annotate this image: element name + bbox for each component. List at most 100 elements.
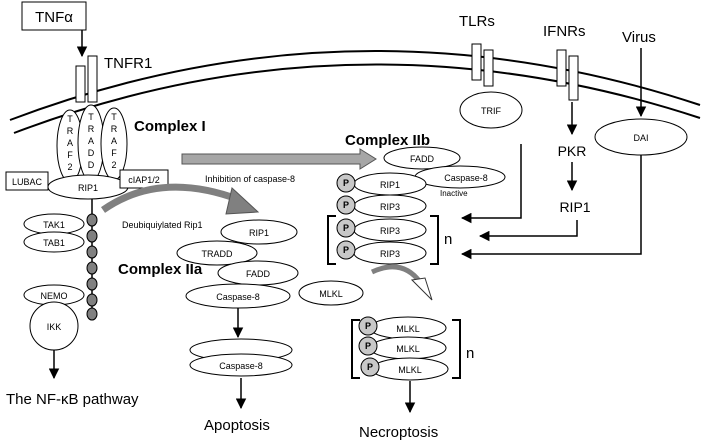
svg-text:2: 2 xyxy=(67,162,72,172)
complex2b-caspase8-label: Caspase-8 xyxy=(444,173,488,183)
complex2b-rip3-top-label: RIP3 xyxy=(380,202,400,212)
phospho-mlkl-bottom-badge xyxy=(360,357,380,377)
tradd-letters: T R A D D xyxy=(88,112,95,170)
svg-text:R: R xyxy=(67,126,74,136)
rip3-to-mlkl-arrowhead xyxy=(410,277,433,301)
complex1-title: Complex I xyxy=(134,118,206,135)
svg-text:D: D xyxy=(88,160,95,170)
deubiq-curve-arrow xyxy=(100,183,242,213)
complex2a-rip1-node xyxy=(220,219,298,245)
phospho-rip3-mid-label: P xyxy=(343,223,349,233)
mlkl-polymer-n: n xyxy=(466,345,474,362)
svg-text:A: A xyxy=(67,138,73,148)
deubiq-label: Deubiquiylated Rip1 xyxy=(122,220,203,230)
svg-text:2: 2 xyxy=(111,160,116,170)
svg-text:T: T xyxy=(67,114,73,124)
complex2a-title: Complex IIa xyxy=(118,261,203,278)
tnfa-box xyxy=(21,1,87,31)
nemo-label: NEMO xyxy=(41,291,68,301)
phospho-rip3-top-label: P xyxy=(343,200,349,210)
complex2b-fadd-node xyxy=(383,146,461,170)
ciap-label: cIAP1/2 xyxy=(128,175,160,185)
svg-text:T: T xyxy=(111,112,117,122)
tnfa-label: TNFα xyxy=(35,9,73,26)
complex2a-caspase8-label: Caspase-8 xyxy=(216,292,260,302)
phospho-rip1-label: P xyxy=(343,178,349,188)
cell-membrane xyxy=(9,50,701,134)
svg-text:R: R xyxy=(88,124,95,134)
tab1-node xyxy=(23,231,85,253)
svg-text:R: R xyxy=(111,124,118,134)
rip1-right-label: RIP1 xyxy=(559,199,590,215)
apoptosis-outcome: Apoptosis xyxy=(204,417,270,434)
trif-to-rip3-arrow xyxy=(460,144,522,224)
inhibition-label: Inhibition of caspase-8 xyxy=(205,174,295,184)
phospho-rip3-top-badge xyxy=(336,195,356,215)
active-caspase8-label: Caspase-8 xyxy=(219,361,263,371)
traf2-right-letters: T R A F 2 xyxy=(111,112,118,170)
tlrs-label: TLRs xyxy=(459,13,495,30)
svg-text:F: F xyxy=(111,148,117,158)
mlkl-top-label: MLKL xyxy=(396,324,420,334)
svg-text:F: F xyxy=(67,150,73,160)
phospho-rip3-bottom-label: P xyxy=(343,245,349,255)
phospho-mlkl-top-badge xyxy=(358,316,378,336)
complex2b-fadd-label: FADD xyxy=(410,154,435,164)
phospho-mlkl-mid-badge xyxy=(358,336,378,356)
dai-label: DAI xyxy=(633,133,648,143)
tnfr1-label: TNFR1 xyxy=(104,55,152,72)
inhibition-arrow xyxy=(181,148,377,170)
mlkl-free-label: MLKL xyxy=(319,289,343,299)
tab1-label: TAB1 xyxy=(43,238,65,248)
dai-to-rip3-arrow xyxy=(460,155,642,260)
phospho-mlkl-mid-label: P xyxy=(365,341,371,351)
virus-label: Virus xyxy=(622,29,656,46)
phospho-mlkl-bottom-label: P xyxy=(367,362,373,372)
complex2a-tradd-node xyxy=(176,240,258,266)
mlkl-bracket-right xyxy=(452,319,461,379)
nfkb-outcome: The NF-κB pathway xyxy=(6,391,139,408)
phospho-rip3-mid-badge xyxy=(336,218,356,238)
tlrs-receptor xyxy=(471,43,494,87)
complex2b-title: Complex IIb xyxy=(345,132,430,149)
mlkl-mid-label: MLKL xyxy=(396,344,420,354)
rip3-bracket-right xyxy=(430,215,439,265)
rip1-to-rip3-arrow xyxy=(478,220,578,242)
trif-label: TRIF xyxy=(481,106,501,116)
tak1-label: TAK1 xyxy=(43,220,65,230)
mlkl-free-node xyxy=(298,280,364,306)
complex2a-fadd-label: FADD xyxy=(246,269,271,279)
pkr-label: PKR xyxy=(558,143,587,159)
tnfr1-receptor xyxy=(75,55,98,103)
traf2-left-letters: T R A F 2 xyxy=(67,114,74,172)
lubac-box xyxy=(5,171,49,191)
caspase8-inactive-label: Inactive xyxy=(440,189,468,198)
rip3-polymer-n: n xyxy=(444,231,452,248)
lubac-label: LUBAC xyxy=(12,177,43,187)
complex1-rip1-label: RIP1 xyxy=(78,183,98,193)
ifnrs-receptor xyxy=(556,49,579,101)
active-caspase8-node xyxy=(189,353,293,377)
mlkl-bracket-left xyxy=(351,319,360,379)
complex2b-rip3-bottom-label: RIP3 xyxy=(380,249,400,259)
complex2b-rip1-label: RIP1 xyxy=(380,180,400,190)
rip3-bracket-left xyxy=(327,215,336,265)
ifnrs-label: IFNRs xyxy=(543,23,586,40)
deubiq-arrowhead xyxy=(225,187,260,215)
svg-text:A: A xyxy=(111,136,117,146)
ikk-label: IKK xyxy=(47,322,62,332)
complex2a-rip1-label: RIP1 xyxy=(249,228,269,238)
ubiquitin-chain xyxy=(86,199,98,321)
svg-text:D: D xyxy=(88,148,95,158)
mlkl-bottom-label: MLKL xyxy=(398,365,422,375)
complex2a-tradd-label: TRADD xyxy=(202,249,233,259)
svg-text:T: T xyxy=(88,112,94,122)
svg-text:A: A xyxy=(88,136,94,146)
rip3-to-mlkl-curve xyxy=(370,264,422,284)
trif-node xyxy=(459,91,523,129)
complex2b-rip3-mid-label: RIP3 xyxy=(380,226,400,236)
phospho-rip3-bottom-badge xyxy=(336,240,356,260)
necroptosis-outcome: Necroptosis xyxy=(359,424,438,441)
phospho-mlkl-top-label: P xyxy=(365,321,371,331)
